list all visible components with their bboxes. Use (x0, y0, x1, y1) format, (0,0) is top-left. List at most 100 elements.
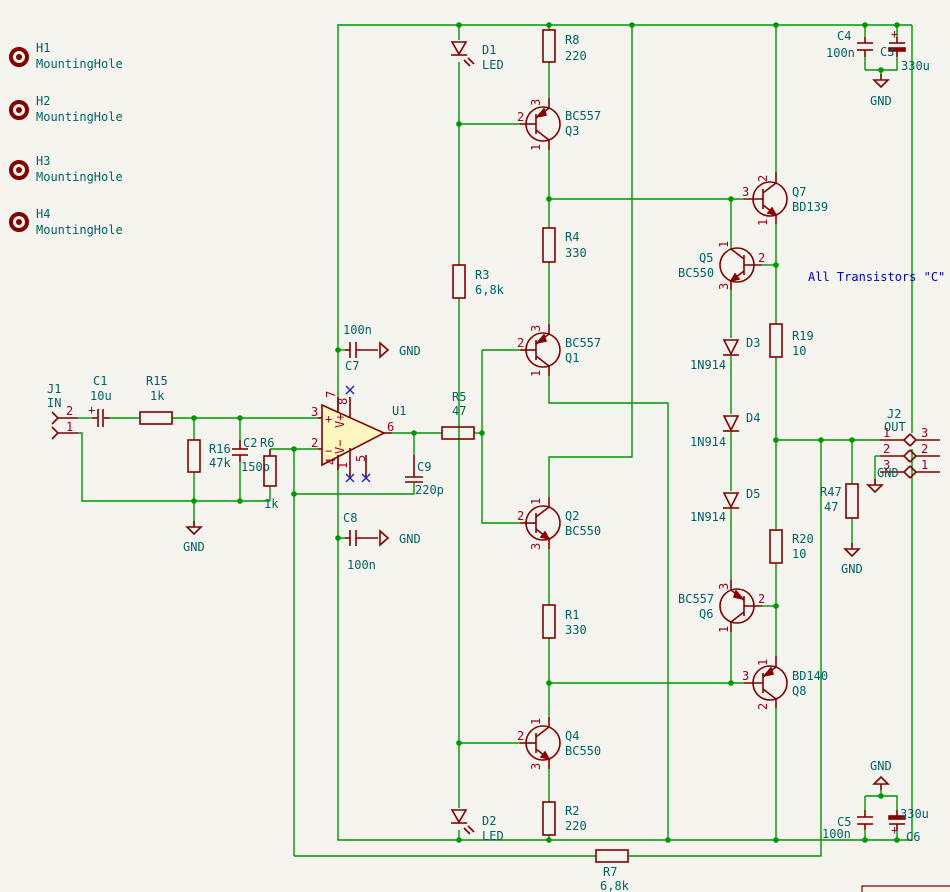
q1-pin-3: 3 (529, 325, 543, 332)
h2-value: MountingHole (36, 110, 123, 124)
u1-vminus: V− (333, 440, 347, 454)
resistor-r3: R3 6,8k (452, 264, 505, 299)
q3-value: BC557 (565, 109, 601, 123)
q2-pin-1: 1 (529, 498, 543, 505)
transistor-q4: 1 2 3 Q4 BC550 (517, 717, 601, 770)
j2-pin-3: 3 (883, 458, 890, 472)
c6-value: 330u (900, 807, 929, 821)
resistor-r5: R5 47 (441, 390, 475, 440)
capacitor-c1: + C1 10u (88, 374, 112, 427)
j1-pin-2: 2 (66, 404, 73, 418)
u1-pin-4: 4 (324, 458, 338, 465)
resistor-r16: R16 47k GND (183, 439, 231, 554)
r8-ref: R8 (565, 33, 579, 47)
j2-pin-1: 1 (883, 426, 890, 440)
q4-ref: Q4 (565, 729, 579, 743)
u1-pin-8: 8 (336, 398, 350, 405)
sheet-border (861, 885, 950, 892)
gnd-label-top: GND (870, 94, 892, 108)
c8-value: 100n (347, 558, 376, 572)
d2-ref: D2 (482, 814, 496, 828)
resistor-r15: R15 1k (139, 374, 173, 425)
r7-value: 6,8k (600, 879, 630, 892)
r19-value: 10 (792, 344, 806, 358)
capacitor-c2: C2 150p (232, 436, 270, 474)
q5-value: BC550 (678, 266, 714, 280)
d5-value: 1N914 (690, 510, 726, 524)
transistor-q7: 2 3 1 Q7 BD139 (742, 172, 828, 226)
q1-pin-1: 1 (529, 370, 543, 377)
c4-value: 100n (826, 46, 855, 60)
svg-text:+: + (891, 27, 898, 41)
r15-ref: R15 (146, 374, 168, 388)
r16-ref: R16 (209, 442, 231, 456)
resistor-r20: R20 10 (769, 529, 814, 564)
u1-pin-3: 3 (311, 405, 318, 419)
capacitor-c5: C5 100n (822, 810, 873, 841)
diode-d5: D5 1N914 (690, 487, 760, 524)
r8-value: 220 (565, 49, 587, 63)
q7-pin-2: 2 (756, 175, 770, 182)
r19-ref: R19 (792, 329, 814, 343)
c2-value: 150p (241, 460, 270, 474)
j1-pin-1: 1 (66, 420, 73, 434)
c1-ref: C1 (93, 374, 107, 388)
q1-pin-2: 2 (517, 336, 524, 350)
r4-ref: R4 (565, 230, 579, 244)
u1-vplus: V+ (333, 414, 347, 428)
capacitor-c4: C4 100n (826, 29, 873, 60)
diode-d3: D3 1N914 (690, 336, 760, 372)
h4-ref: H4 (36, 207, 50, 221)
r6-value: 1k (264, 497, 279, 511)
c4-ref: C4 (837, 29, 851, 43)
resistor-r19: R19 10 (769, 323, 814, 358)
h4-value: MountingHole (36, 223, 123, 237)
q3-pin-1: 1 (529, 144, 543, 151)
wires (78, 24, 913, 857)
transistor-q1: 3 2 1 BC557 Q1 (517, 324, 601, 377)
gnd-label-c8: GND (399, 532, 421, 546)
u1-pin-6: 6 (387, 420, 394, 434)
resistor-r47: R47 47 GND (820, 483, 863, 576)
u1-pin-2: 2 (311, 436, 318, 450)
capacitor-c8: C8 100n GND (343, 511, 421, 572)
q7-ref: Q7 (792, 185, 806, 199)
svg-text:+: + (88, 403, 95, 417)
q4-value: BC550 (565, 744, 601, 758)
c8-ref: C8 (343, 511, 357, 525)
r20-ref: R20 (792, 532, 814, 546)
q7-value: BD139 (792, 200, 828, 214)
gnd-label-bottom: GND (870, 759, 892, 773)
q3-pin-2: 2 (517, 110, 524, 124)
u1-in-minus: − (325, 444, 332, 458)
q3-ref: Q3 (565, 124, 579, 138)
q2-pin-3: 3 (529, 543, 543, 550)
j2-pin-1b: 1 (921, 458, 928, 472)
r16-value: 47k (209, 456, 231, 470)
d2-value: LED (482, 829, 504, 843)
q3-pin-3: 3 (529, 99, 543, 106)
h3-ref: H3 (36, 154, 50, 168)
c1-value: 10u (90, 389, 112, 403)
q8-pin-2: 2 (756, 703, 770, 710)
gnd-label-r16: GND (183, 540, 205, 554)
mounting-hole-h1: H1 MountingHole (9, 41, 123, 71)
r2-value: 220 (565, 819, 587, 833)
u1-ref: U1 (392, 404, 406, 418)
opamp-u1: + − 3 2 7 8 4 1 5 6 V+ V− U1 (311, 385, 406, 483)
d1-ref: D1 (482, 43, 496, 57)
q7-pin-1: 1 (756, 219, 770, 226)
connector-j2: 1 2 3 1 2 3 J2 OUT GND (867, 407, 940, 493)
q6-pin-2: 2 (758, 592, 765, 606)
r3-ref: R3 (475, 268, 489, 282)
c3-ref: C3 (880, 45, 894, 59)
r5-value: 47 (452, 404, 466, 418)
gnd-label-c7: GND (399, 344, 421, 358)
c9-value: 220p (415, 483, 444, 497)
d4-value: 1N914 (690, 435, 726, 449)
capacitor-c9: C9 220p (405, 455, 444, 497)
j2-pin-2: 2 (883, 442, 890, 456)
d4-ref: D4 (746, 411, 760, 425)
r47-ref: R47 (820, 485, 842, 499)
r15-value: 1k (150, 389, 165, 403)
